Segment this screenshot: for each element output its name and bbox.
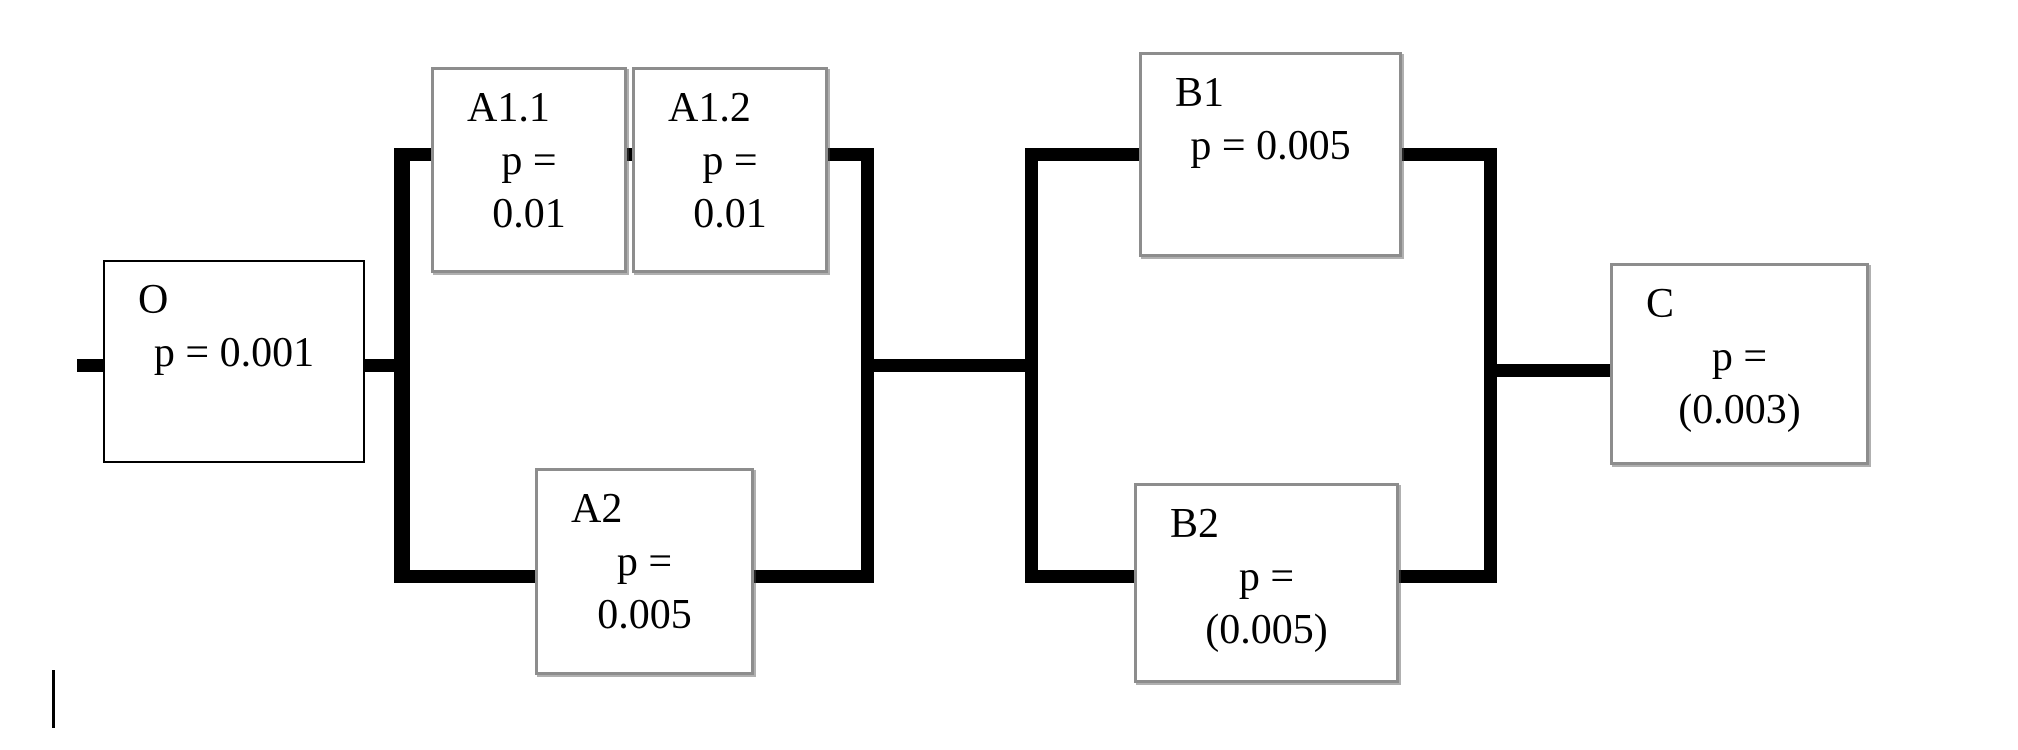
line-split-b-vertical xyxy=(1025,148,1038,583)
block-a1-2-label: A1.2 xyxy=(668,85,751,131)
block-c-label: C xyxy=(1646,281,1675,327)
block-a2-p-line: p = xyxy=(616,539,673,585)
block-b1-label: B1 xyxy=(1175,70,1225,116)
line-a-to-b-connector xyxy=(861,359,1038,372)
line-split-a-vertical xyxy=(394,148,410,583)
block-a1-2[interactable]: A1.2 p = 0.01 xyxy=(632,67,828,273)
block-c-p-line: p = xyxy=(1711,334,1768,380)
block-a1-1-label: A1.1 xyxy=(467,85,550,131)
block-a1-2-p-line: p = xyxy=(702,138,758,184)
block-o-p-value: p = 0.001 xyxy=(153,330,315,376)
block-c[interactable]: C p = (0.003) xyxy=(1610,263,1869,465)
block-a1-1[interactable]: A1.1 p = 0.01 xyxy=(431,67,627,273)
line-b-to-c-connector xyxy=(1484,364,1614,377)
block-a2-p-value: 0.005 xyxy=(597,592,692,638)
block-c-p-value: (0.003) xyxy=(1678,387,1801,433)
block-a2[interactable]: A2 p = 0.005 xyxy=(535,468,754,675)
block-a1-2-p-value: 0.01 xyxy=(693,191,767,237)
block-b2-p-value: (0.005) xyxy=(1205,607,1328,653)
block-a1-1-p-line: p = xyxy=(501,138,557,184)
block-a1-1-p-value: 0.01 xyxy=(492,191,566,237)
block-b2[interactable]: B2 p = (0.005) xyxy=(1134,483,1399,683)
block-b2-label: B2 xyxy=(1170,501,1220,547)
block-o[interactable]: O p = 0.001 xyxy=(103,260,365,463)
text-caret xyxy=(52,670,55,728)
block-b2-p-line: p = xyxy=(1238,554,1295,600)
block-b1-p-value: p = 0.005 xyxy=(1190,123,1351,169)
block-b1[interactable]: B1 p = 0.005 xyxy=(1139,52,1402,257)
block-a2-label: A2 xyxy=(571,486,623,532)
block-o-label: O xyxy=(138,277,169,323)
